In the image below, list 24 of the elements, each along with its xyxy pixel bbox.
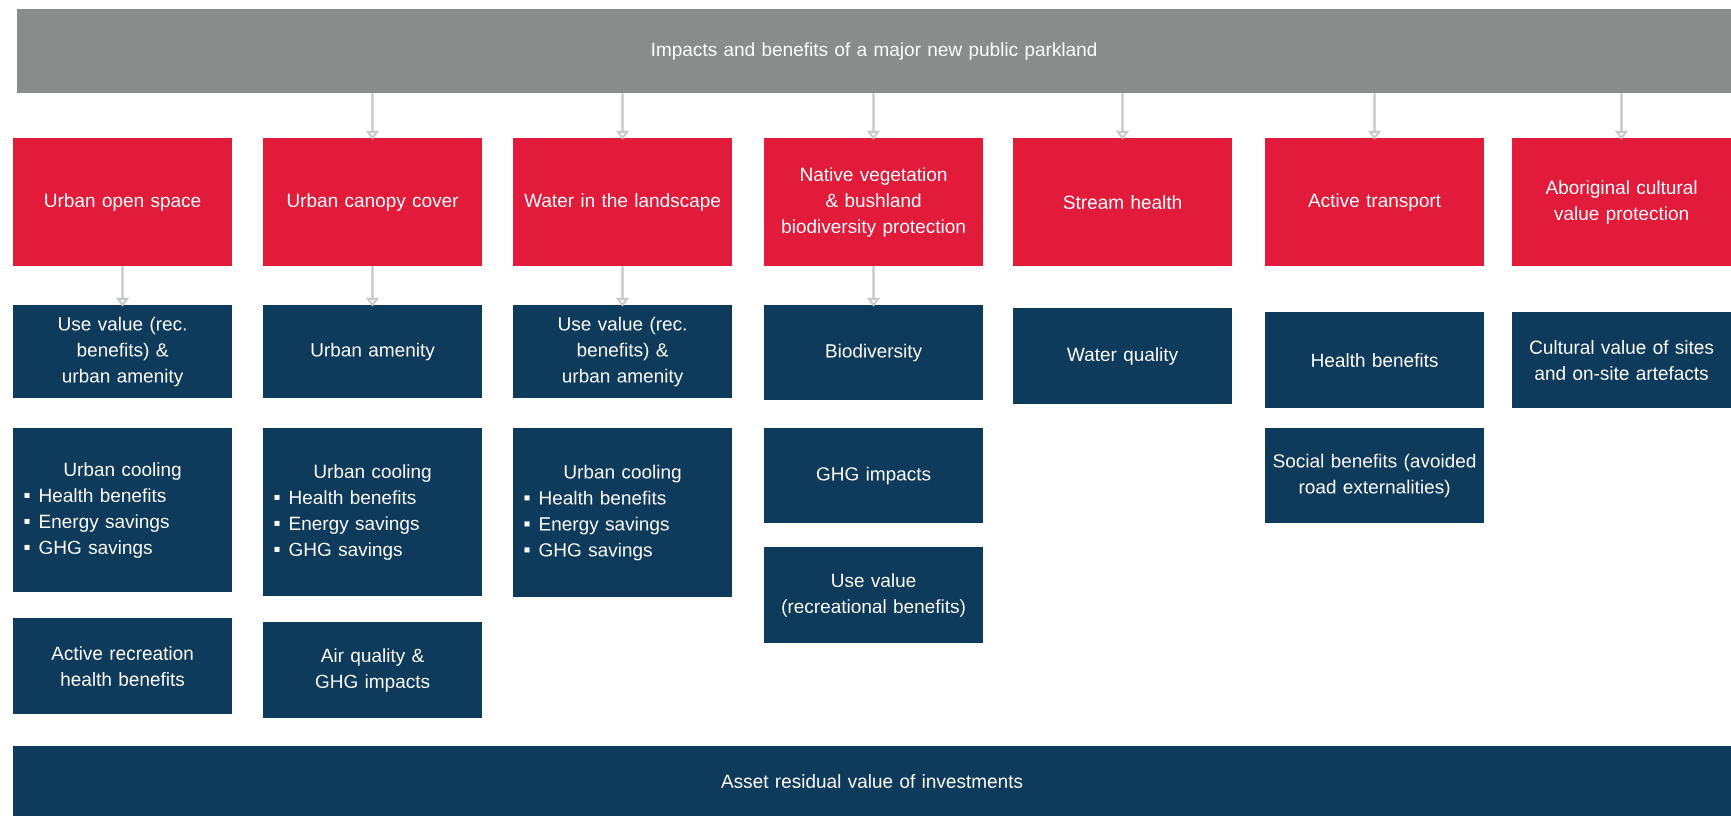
benefit-box: Urban amenity xyxy=(263,305,482,398)
category-box: Urban canopy cover xyxy=(263,138,482,266)
benefit-box: Water quality xyxy=(1013,308,1232,404)
benefit-box: Use value (rec. benefits) & urban amenity xyxy=(513,305,732,398)
benefit-box: Health benefits xyxy=(1265,312,1484,408)
category-box: Aboriginal cultural value protection xyxy=(1512,138,1731,266)
category-box: Active transport xyxy=(1265,138,1484,266)
category-box: Urban open space xyxy=(13,138,232,266)
benefit-box: Urban cooling Health benefits Energy savings GHG savings xyxy=(13,428,232,592)
benefit-box: Social benefits (avoided road externalities) xyxy=(1265,428,1484,523)
category-box: Native vegetation & bushland biodiversity protection xyxy=(764,138,983,266)
benefit-box: Use value (rec. benefits) & urban amenity xyxy=(13,305,232,398)
benefit-box: Cultural value of sites and on-site artefacts xyxy=(1512,312,1731,408)
benefit-box: Biodiversity xyxy=(764,305,983,400)
category-box: Stream health xyxy=(1013,138,1232,266)
benefit-box: Active recreation health benefits xyxy=(13,618,232,714)
footer-bar: Asset residual value of investments xyxy=(13,746,1731,816)
benefit-box: Use value (recreational benefits) xyxy=(764,547,983,643)
category-box: Water in the landscape xyxy=(513,138,732,266)
benefit-box: Air quality & GHG impacts xyxy=(263,622,482,718)
benefit-box: Urban cooling Health benefits Energy savings GHG savings xyxy=(513,428,732,597)
benefit-box: Urban cooling Health benefits Energy savings GHG savings xyxy=(263,428,482,596)
title-banner: Impacts and benefits of a major new public parkland xyxy=(17,9,1731,93)
benefit-box: GHG impacts xyxy=(764,428,983,523)
